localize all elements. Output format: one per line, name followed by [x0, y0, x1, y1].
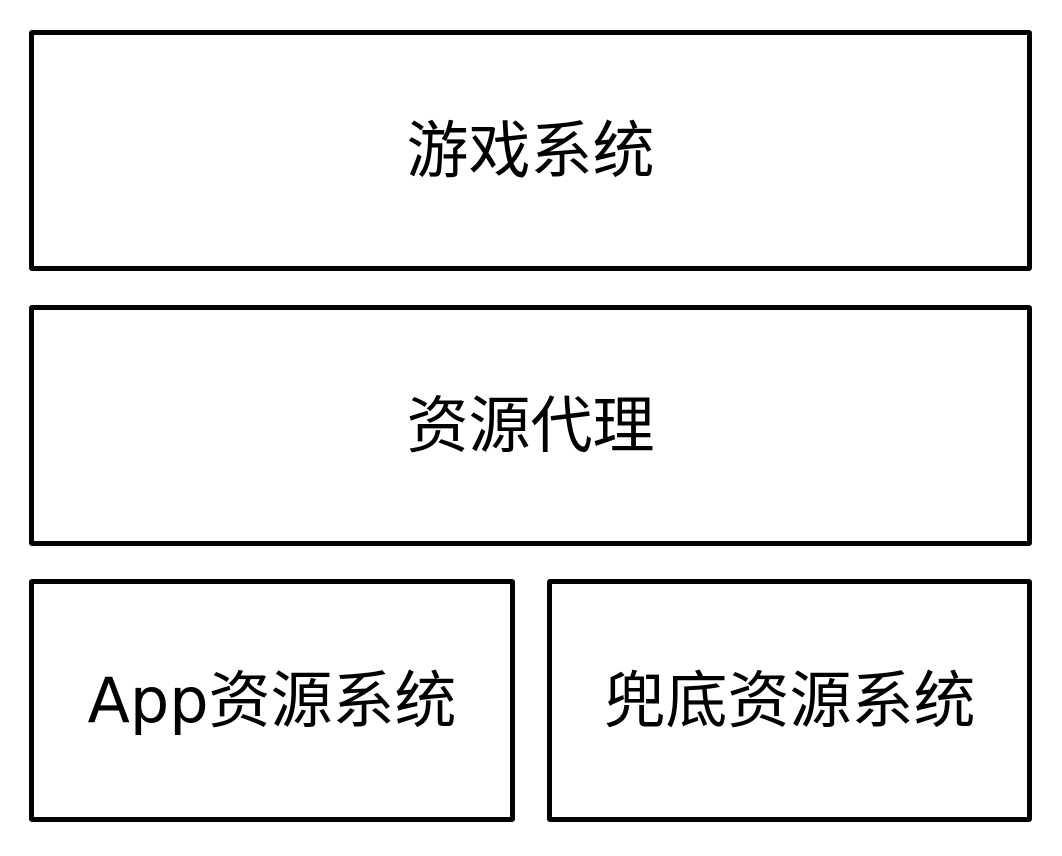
app-resource-system-label: App资源系统 [87, 663, 457, 737]
app-resource-system-block: App资源系统 [29, 579, 515, 822]
fallback-resource-system-label: 兜底资源系统 [603, 663, 976, 737]
resource-proxy-block: 资源代理 [29, 305, 1032, 546]
resource-proxy-label: 资源代理 [406, 388, 655, 462]
game-system-label: 游戏系统 [406, 113, 655, 187]
fallback-resource-system-block: 兜底资源系统 [547, 579, 1032, 822]
game-system-block: 游戏系统 [29, 30, 1032, 271]
